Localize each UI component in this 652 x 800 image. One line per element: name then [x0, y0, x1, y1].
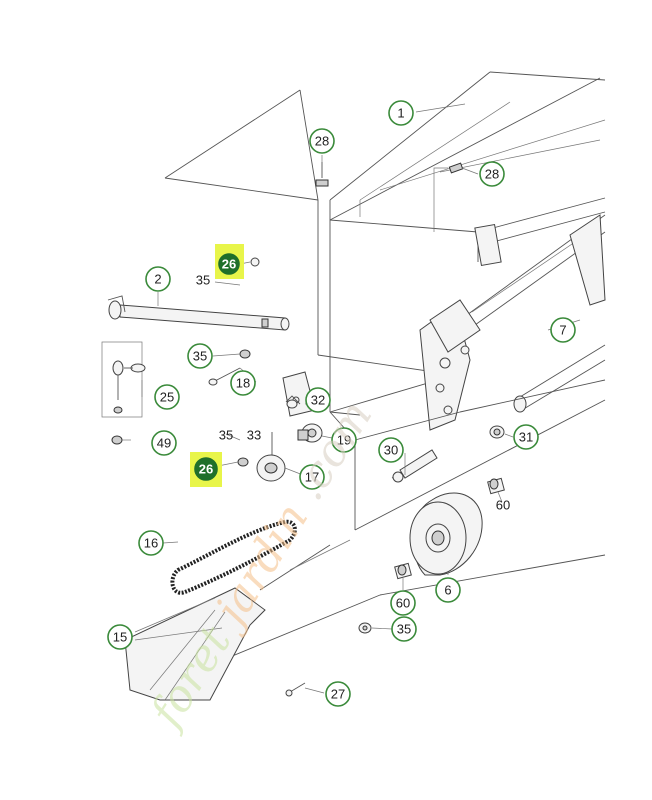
- callout-28-top[interactable]: 28: [309, 128, 335, 154]
- callout-label: 35: [196, 273, 210, 288]
- callout-30[interactable]: 30: [378, 437, 404, 463]
- callout-label: 7: [559, 323, 566, 338]
- bearing-60-bottom-part: [394, 562, 412, 580]
- callout-28-right[interactable]: 28: [479, 161, 505, 187]
- callout-49[interactable]: 49: [151, 430, 177, 456]
- parts: [101, 162, 505, 697]
- callout-label: 19: [337, 433, 351, 448]
- nut-31-part: [489, 425, 505, 439]
- callout-label: 60: [496, 498, 510, 513]
- callout-32[interactable]: 32: [305, 387, 331, 413]
- callout-label: 28: [485, 167, 499, 182]
- nut-49-part: [111, 435, 123, 445]
- callout-label: 6: [444, 583, 451, 598]
- washer-26-top-part: [250, 257, 260, 267]
- bolt-28b-part: [433, 162, 464, 232]
- watermark-part2: jardin: [201, 494, 319, 640]
- callout-label: 60: [396, 596, 410, 611]
- callout-7[interactable]: 7: [550, 317, 576, 343]
- callout-2[interactable]: 2: [145, 266, 171, 292]
- chain-16-part: [170, 519, 297, 595]
- clip-32-part: [285, 395, 301, 409]
- sprocket-19-part: [297, 423, 323, 443]
- callout-17[interactable]: 17: [299, 464, 325, 490]
- callout-label: 32: [311, 393, 325, 408]
- callout-19[interactable]: 19: [331, 427, 357, 453]
- callout-25[interactable]: 25: [154, 384, 180, 410]
- callout-label: 17: [305, 470, 319, 485]
- callout-label: 35: [219, 428, 233, 443]
- callout-35-lower[interactable]: 35: [391, 616, 417, 642]
- bearing-60-top-part: [487, 477, 505, 495]
- bolt-30-part: [391, 449, 438, 483]
- leader-lines: [122, 103, 581, 694]
- callout-label: 18: [236, 376, 250, 391]
- callout-18[interactable]: 18: [230, 370, 256, 396]
- washer-26-part: [237, 457, 249, 467]
- callout-6[interactable]: 6: [435, 577, 461, 603]
- callout-35-mid[interactable]: 35: [187, 343, 213, 369]
- bolt-27-part: [285, 682, 306, 697]
- callout-26-bottom[interactable]: 26: [194, 457, 218, 481]
- label-60-top[interactable]: 60: [496, 498, 510, 513]
- callout-16[interactable]: 16: [138, 530, 164, 556]
- washer-35-part: [239, 349, 251, 359]
- callout-label: 16: [144, 536, 158, 551]
- callout-label: 35: [193, 349, 207, 364]
- roller-6-part: [409, 492, 483, 576]
- callout-31[interactable]: 31: [513, 424, 539, 450]
- callout-label: 28: [315, 134, 329, 149]
- bolt-28-part: [315, 162, 329, 187]
- callout-label: 30: [384, 443, 398, 458]
- sprocket-17-part: [256, 454, 286, 482]
- callout-label: 33: [247, 428, 261, 443]
- shaft-part: [107, 295, 290, 331]
- callout-label: 31: [519, 430, 533, 445]
- label-35-left[interactable]: 35: [219, 428, 233, 443]
- bolt-18-part: [208, 367, 241, 386]
- callout-label: 1: [397, 106, 404, 121]
- callout-label: 27: [331, 687, 345, 702]
- callout-26-top[interactable]: 26: [218, 253, 240, 275]
- callout-label: 26: [222, 257, 236, 272]
- machine-line-art: [124, 71, 606, 701]
- callout-60-bottom[interactable]: 60: [390, 590, 416, 616]
- label-33[interactable]: 33: [247, 428, 261, 443]
- callout-label: 49: [157, 436, 171, 451]
- callout-label: 2: [154, 272, 161, 287]
- callout-label: 15: [113, 630, 127, 645]
- callout-label: 35: [397, 622, 411, 637]
- callout-27[interactable]: 27: [325, 681, 351, 707]
- callout-1[interactable]: 1: [388, 100, 414, 126]
- pin-assembly-part: [101, 341, 146, 418]
- callout-label: 25: [160, 390, 174, 405]
- callout-label: 26: [199, 462, 213, 477]
- label-35-top[interactable]: 35: [196, 273, 210, 288]
- washer-35-lower-part: [358, 622, 372, 634]
- callout-15[interactable]: 15: [107, 624, 133, 650]
